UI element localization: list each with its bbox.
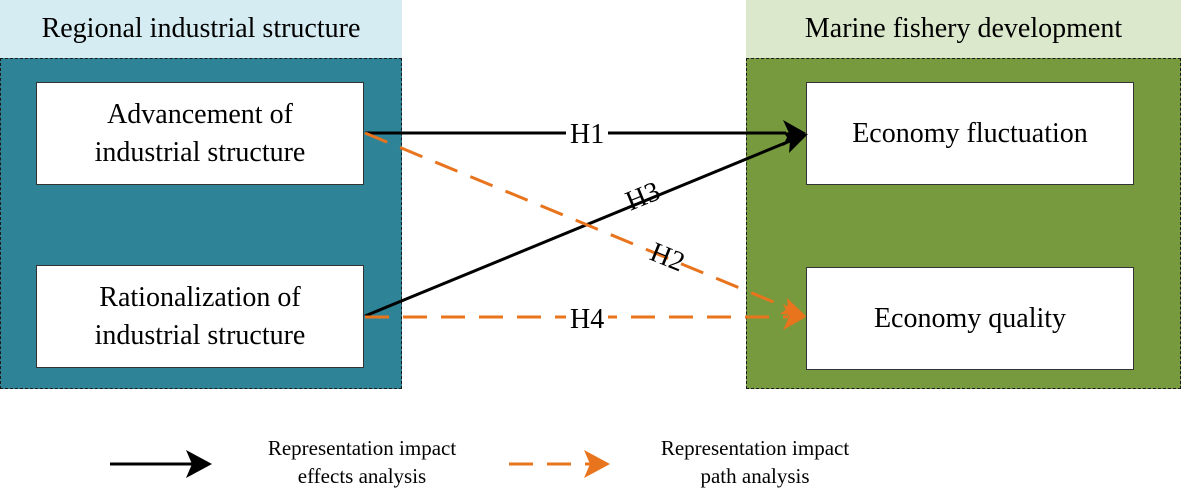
h4-label: H4 bbox=[566, 306, 609, 334]
legend-solid-arrowhead bbox=[186, 450, 212, 478]
h2-label: H2 bbox=[645, 236, 689, 279]
advancement-box: Advancement of industrial structure bbox=[36, 82, 364, 185]
marine-fishery-development-header: Marine fishery development bbox=[746, 0, 1181, 58]
rationalization-line-1: Rationalization of bbox=[99, 282, 301, 314]
h2-arrow-line bbox=[364, 131, 789, 310]
legend-solid-line-1: Representation impact bbox=[267, 436, 457, 460]
legend-dashed-line-1: Representation impact bbox=[660, 436, 850, 460]
header-left-label: Regional industrial structure bbox=[41, 13, 361, 44]
header-right-label: Marine fishery development bbox=[804, 13, 1123, 44]
economy-fluctuation-label: Economy fluctuation bbox=[852, 117, 1088, 149]
advancement-line-2: industrial structure bbox=[94, 136, 306, 168]
legend-dashed-arrowhead bbox=[584, 450, 610, 478]
economy-quality-box: Economy quality bbox=[806, 267, 1134, 370]
legend-dashed-line-2: path analysis bbox=[700, 464, 810, 489]
h3-arrow-line bbox=[364, 139, 791, 318]
legend-solid-label: Representation impact effects analysis bbox=[222, 434, 502, 491]
h1-label: H1 bbox=[566, 121, 609, 149]
economy-quality-label: Economy quality bbox=[873, 302, 1067, 334]
legend-solid-line-2: effects analysis bbox=[297, 464, 427, 489]
rationalization-line-2: industrial structure bbox=[94, 319, 306, 351]
h3-label: H3 bbox=[621, 175, 665, 218]
economy-fluctuation-box: Economy fluctuation bbox=[806, 82, 1134, 185]
advancement-line-1: Advancement of bbox=[107, 99, 293, 131]
regional-industrial-structure-header: Regional industrial structure bbox=[0, 0, 402, 58]
rationalization-box: Rationalization of industrial structure bbox=[36, 265, 364, 368]
legend-dashed-label: Representation impact path analysis bbox=[620, 434, 890, 491]
